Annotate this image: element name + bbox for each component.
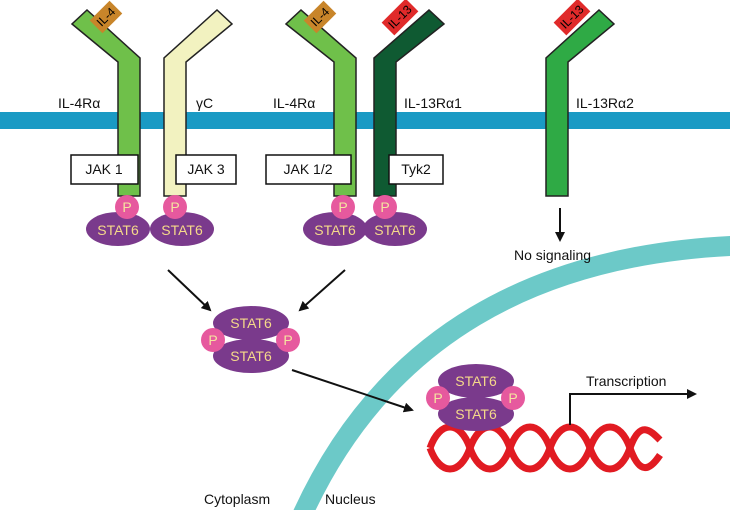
dna-helix [426, 423, 663, 473]
transcription-label: Transcription [586, 373, 666, 389]
receptor-il4ra-2: IL-4 IL-4Rα JAK 1/2 [265, 0, 357, 197]
svg-text:P: P [283, 332, 292, 348]
nuclear-envelope [291, 236, 730, 515]
phosphate-group [276, 328, 300, 352]
stat6-pair-left: P P STAT6 STAT6 [86, 195, 214, 246]
receptor-label: γC [196, 95, 213, 111]
receptor-chain [284, 8, 357, 197]
phosphate-group [426, 386, 450, 410]
stat6-protein [363, 212, 427, 246]
receptor-label: IL-4Rα [273, 95, 315, 111]
svg-text:STAT6: STAT6 [230, 315, 272, 331]
arrow-to-dimer-left [167, 269, 212, 312]
il4-ligand-tag: IL-4 [303, 0, 337, 34]
arrow-to-nucleus [291, 369, 414, 413]
stat6-protein [213, 339, 289, 373]
phosphate-group [115, 195, 139, 219]
svg-text:STAT6: STAT6 [314, 222, 356, 238]
receptor-chain [70, 8, 141, 197]
receptor-label: IL-4Rα [58, 95, 100, 111]
jak-box [265, 154, 352, 185]
stat6-protein [303, 212, 367, 246]
cytoplasm-label: Cytoplasm [204, 491, 270, 507]
receptor-gamma-c: γC JAK 3 [163, 8, 237, 197]
stat6-dimer-cytoplasm: P P STAT6 STAT6 [201, 306, 300, 373]
svg-text:STAT6: STAT6 [97, 222, 139, 238]
stat6-protein [438, 397, 514, 431]
svg-text:STAT6: STAT6 [161, 222, 203, 238]
phosphate-group [373, 195, 397, 219]
receptor-chain [163, 8, 234, 197]
no-signaling-label: No signaling [514, 247, 591, 263]
svg-text:STAT6: STAT6 [455, 373, 497, 389]
stat6-protein [213, 306, 289, 340]
svg-text:P: P [208, 332, 217, 348]
phosphate-group [331, 195, 355, 219]
stat6-protein [438, 364, 514, 398]
svg-text:STAT6: STAT6 [455, 406, 497, 422]
receptor-chain [545, 8, 616, 197]
arrow-to-dimer-right [298, 269, 346, 312]
receptor-il4ra-1: IL-4 IL-4Rα JAK 1 [58, 0, 141, 197]
receptor-label: IL-13Rα2 [576, 95, 634, 111]
stat6-dimer-nucleus: P P STAT6 STAT6 [426, 364, 525, 431]
jak-box [70, 154, 139, 185]
phosphate-group [501, 386, 525, 410]
phosphate-group [163, 195, 187, 219]
stat6-protein [86, 212, 150, 246]
svg-text:STAT6: STAT6 [374, 222, 416, 238]
stat6-protein [150, 212, 214, 246]
svg-text:P: P [122, 199, 131, 215]
svg-text:STAT6: STAT6 [230, 348, 272, 364]
jak-label: JAK 1 [85, 161, 123, 177]
svg-text:P: P [380, 199, 389, 215]
transcription-arrow [569, 389, 697, 425]
stat6-pair-right: P P STAT6 STAT6 [303, 195, 427, 246]
jak-label: JAK 1/2 [283, 161, 332, 177]
svg-text:P: P [433, 390, 442, 406]
jak-label: Tyk2 [401, 161, 431, 177]
receptor-il13ra1: IL-13 IL-13Rα1 Tyk2 [373, 0, 462, 197]
svg-text:P: P [338, 199, 347, 215]
receptor-il13ra2: IL-13 IL-13Rα2 [545, 0, 634, 197]
jak-box [388, 154, 444, 185]
nucleus-label: Nucleus [325, 491, 376, 507]
receptor-chain [373, 8, 446, 197]
svg-text:P: P [508, 390, 517, 406]
receptor-label: IL-13Rα1 [404, 95, 462, 111]
jak-box [175, 154, 237, 185]
svg-text:P: P [170, 199, 179, 215]
jak-label: JAK 3 [187, 161, 225, 177]
cell-membrane [0, 112, 730, 129]
phosphate-group [201, 328, 225, 352]
